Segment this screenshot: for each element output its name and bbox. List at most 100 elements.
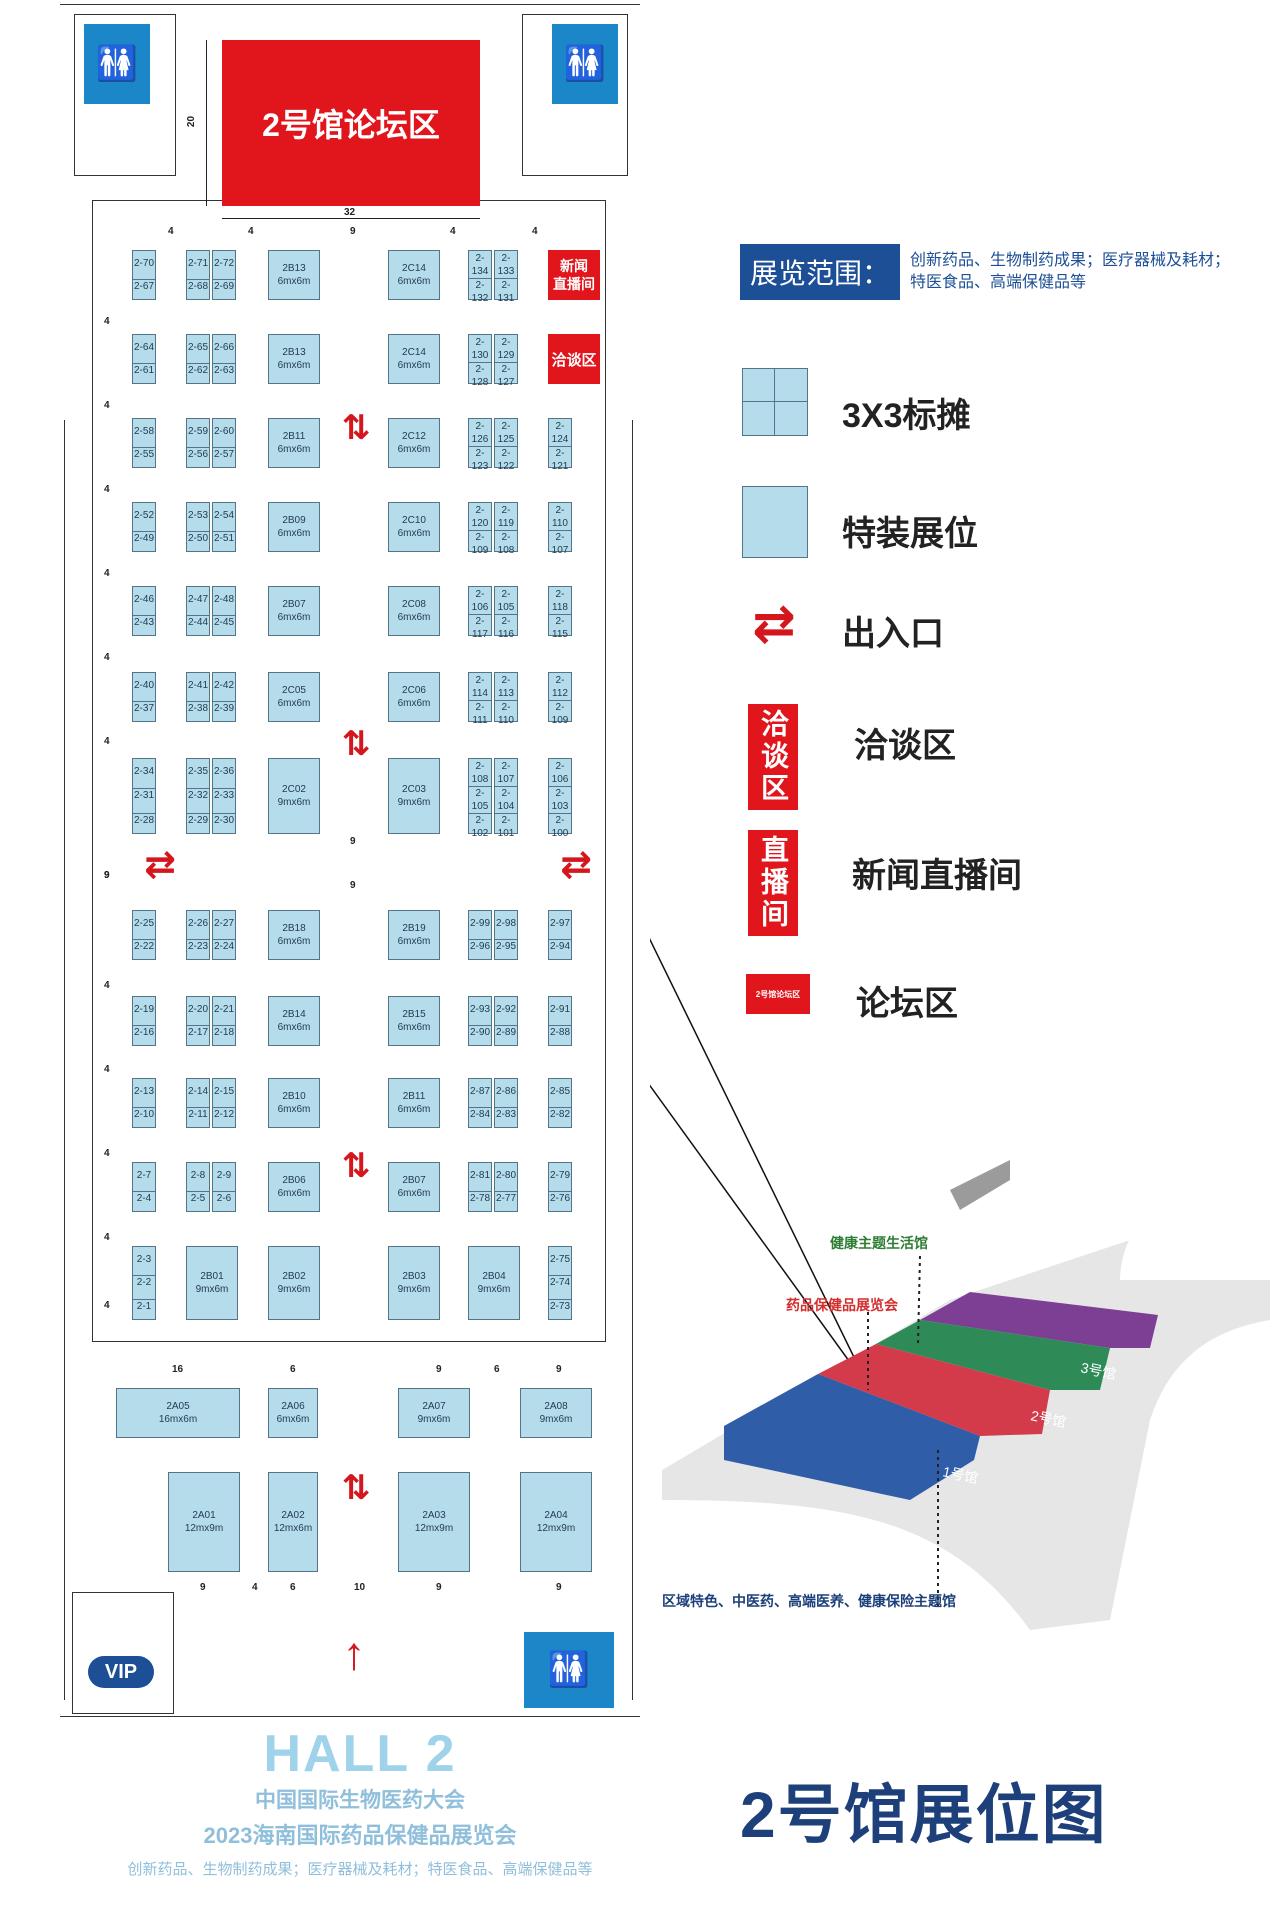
forum-area: 2号馆论坛区 — [222, 40, 480, 206]
restroom-icon: 🚻 — [552, 24, 618, 104]
legend-special-booth-icon — [742, 486, 808, 558]
restroom-icon: 🚻 — [84, 24, 150, 104]
restroom-room — [74, 14, 176, 176]
aisle-dimension: 9 — [350, 880, 356, 891]
side-dimension: 4 — [104, 1300, 110, 1311]
side-dimension: 4 — [104, 316, 110, 327]
forum-width-line — [222, 218, 480, 219]
entrance-arrow-icon: ⇅ — [341, 409, 371, 447]
forum-height-dim: 20 — [186, 115, 198, 128]
vip-room — [72, 1592, 174, 1714]
entrance-arrow-icon: ⇅ — [341, 1147, 371, 1185]
site-road — [1150, 1450, 1270, 1550]
label-bottom: 区域特色、中医药、高端医养、健康保险主题馆 — [662, 1593, 956, 1609]
hall3-label: 3号馆 — [1079, 1359, 1117, 1382]
vip-badge: VIP — [88, 1656, 154, 1688]
negotiation-area: 洽谈区 — [548, 334, 600, 384]
label-pharma-expo: 药品保健品展览会 — [786, 1297, 899, 1313]
site-road — [1120, 1160, 1270, 1280]
legend-news-icon: 直播间 — [748, 830, 798, 936]
top-dimension: 9 — [350, 226, 356, 237]
legend-negotiation-label: 洽谈区 — [854, 727, 956, 765]
scope-title: 展览范围： — [740, 244, 900, 300]
entrance-arrow-icon: ⇄ — [144, 844, 176, 886]
site-building — [950, 1160, 1010, 1210]
entrance-arrow-icon: ⇅ — [341, 725, 371, 763]
a-row-dimension: 9 — [436, 1582, 442, 1593]
left-outer-wall — [64, 420, 65, 1700]
bottom-wall — [60, 1716, 640, 1717]
hall-line2: 2023海南国际药品保健品展览会 — [203, 1823, 517, 1848]
side-dimension: 9 — [104, 870, 110, 881]
a-row-dimension: 9 — [556, 1582, 562, 1593]
legend-standard-booth-icon — [742, 368, 808, 436]
legend-standard-label: 3X3标摊 — [842, 397, 971, 435]
legend-forum-icon: 2号馆论坛区 — [746, 974, 810, 1014]
restroom-icon: 🚻 — [524, 1632, 614, 1708]
a-row-dimension: 4 — [252, 1582, 258, 1593]
entrance-arrow-icon: ⇄ — [560, 844, 592, 886]
forum-height-line — [206, 40, 207, 206]
hall-line1: 中国国际生物医药大会 — [255, 1789, 465, 1812]
legend-entrance-icon: ⇄ — [752, 595, 796, 653]
a-row-dimension: 6 — [494, 1364, 500, 1375]
side-dimension: 4 — [104, 484, 110, 495]
page-title: 2号馆展位图 — [740, 1779, 1108, 1851]
